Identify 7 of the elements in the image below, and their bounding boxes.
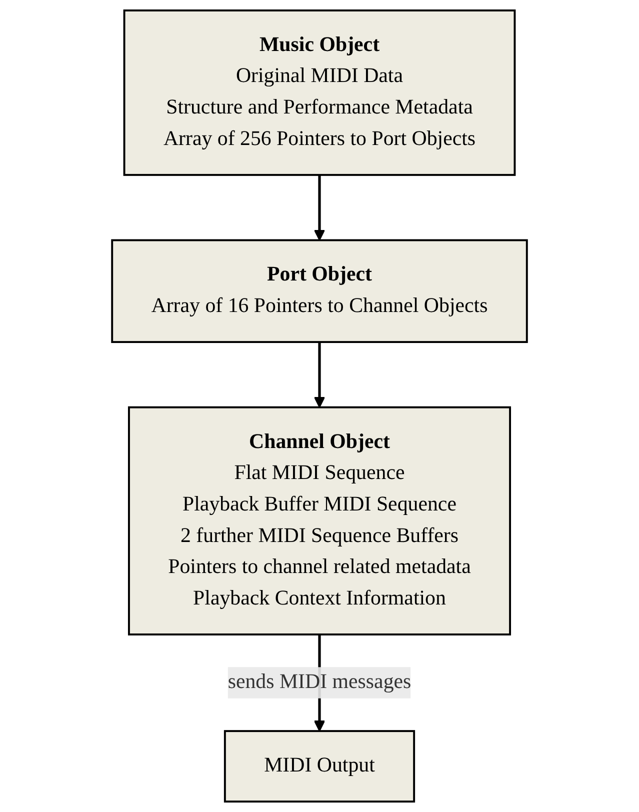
node-box: Music Object Original MIDI Data Structure and Performance Metadata Array of 256 Pointers to Port Objects (123, 9, 516, 176)
node-box: MIDI Output (224, 730, 416, 803)
node-box: Port Object Array of 16 Pointers to Channel Objects (111, 239, 528, 343)
arrow (314, 174, 326, 241)
arrow (314, 342, 326, 408)
edge-label: sends MIDI messages (228, 671, 412, 694)
node-box: Channel Object Flat MIDI Sequence Playback Buffer MIDI Sequence 2 further MIDI Sequence Buffers Pointers to channel related metadata Playback Context Information (128, 406, 512, 636)
